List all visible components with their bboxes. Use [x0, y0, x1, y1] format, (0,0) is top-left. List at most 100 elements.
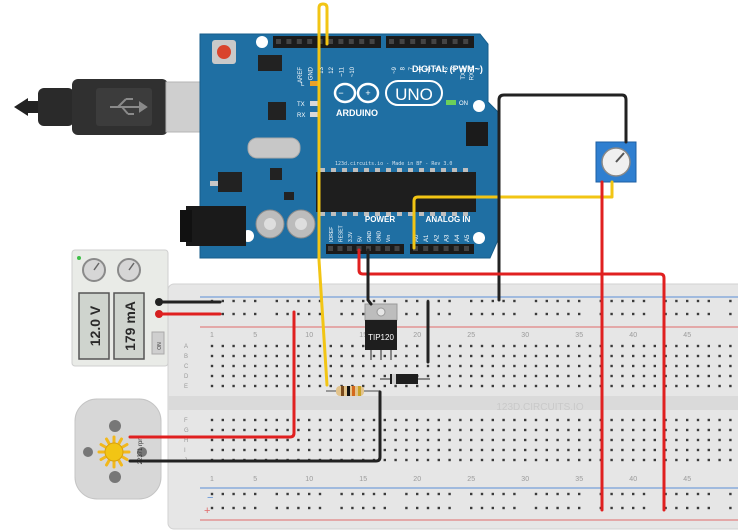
voltage-regulator [218, 172, 242, 192]
row-letter: F [184, 418, 188, 424]
breadboard-hole [567, 458, 570, 462]
rail-hole [642, 312, 646, 316]
rail-hole [696, 492, 700, 496]
breadboard-hole [437, 458, 440, 462]
header-pin [389, 39, 394, 44]
breadboard-hole [264, 364, 268, 368]
breadboard-hole [232, 428, 235, 432]
rail-hole [621, 312, 624, 316]
breadboard-hole [621, 448, 624, 452]
breadboard-hole [232, 384, 235, 388]
breadboard-hole [513, 364, 516, 368]
breadboard-hole [675, 374, 678, 378]
breadboard-hole [686, 418, 689, 422]
row-letter: D [184, 374, 189, 380]
motor-screw [109, 420, 121, 432]
breadboard-hole [642, 458, 646, 462]
breadboard-hole [362, 364, 365, 368]
breadboard-hole [567, 354, 570, 358]
breadboard-hole [286, 374, 289, 378]
breadboard-hole [448, 448, 451, 452]
rail-hole [567, 492, 570, 496]
breadboard-hole [329, 374, 332, 378]
breadboard-hole [286, 448, 289, 452]
breadboard-hole [340, 374, 343, 378]
power-pin-label: IOREF [329, 227, 335, 242]
wires [128, 2, 666, 512]
rail-hole [707, 506, 710, 510]
board-credit: 123d.circuits.io - Made in BF - Rev 3.0 [335, 161, 452, 167]
breadboard-hole [513, 458, 516, 462]
breadboard-hole [621, 374, 624, 378]
breadboard-hole [416, 344, 419, 348]
breadboard-hole [545, 438, 548, 442]
breadboard-hole [588, 428, 592, 432]
breadboard-hole [470, 438, 473, 442]
rail-hole [534, 312, 538, 316]
breadboard-hole [470, 458, 473, 462]
led-rx-label: RX [297, 113, 305, 119]
breadboard-hole [502, 448, 505, 452]
smd-part [284, 192, 294, 200]
breadboard-hole [362, 354, 365, 358]
reset-button-cap[interactable] [217, 45, 231, 59]
breadboard-hole [254, 354, 257, 358]
digital-header-right [386, 36, 474, 48]
breadboard-hole [275, 354, 278, 358]
breadboard-hole [707, 418, 710, 422]
power-pin-label: 5V [358, 235, 364, 242]
power-switch[interactable] [151, 331, 165, 355]
rail-hole [383, 506, 386, 510]
motor-sun-ray [105, 437, 111, 446]
uno-badge [385, 80, 443, 106]
header-pin [463, 39, 469, 44]
power-jack [186, 206, 246, 246]
rail-hole [480, 312, 484, 316]
rail-hole [437, 312, 440, 316]
breadboard-hole [545, 384, 548, 388]
breadboard-hole [524, 418, 527, 422]
potentiometer[interactable] [595, 141, 637, 183]
breadboard-hole [729, 438, 732, 442]
breadboard-hole [675, 384, 678, 388]
breadboard-hole [308, 428, 311, 432]
wire-black-motor [128, 390, 382, 463]
digital-pin-label: RX 0 [469, 66, 475, 80]
rail-hole [232, 312, 235, 316]
breadboard-hole [275, 428, 278, 432]
row-letter: I [184, 448, 186, 454]
digital-pin-label: 13 [319, 66, 325, 73]
rail-hole [308, 506, 311, 510]
breadboard-hole [221, 384, 224, 388]
breadboard-hole [426, 448, 430, 452]
chip-leg [441, 212, 446, 216]
rail-hole [254, 492, 257, 496]
breadboard-hole [707, 448, 710, 452]
breadboard-hole [610, 364, 613, 368]
breadboard-hole [653, 418, 656, 422]
breadboard-hole [621, 344, 624, 348]
column-number: 5 [253, 476, 257, 483]
header-pin [296, 39, 302, 44]
rail-hole [480, 506, 484, 510]
capacitor-top [295, 218, 307, 230]
rail-hole [426, 492, 430, 496]
row-letter: G [184, 428, 189, 434]
resistor-band [347, 386, 350, 396]
rail-hole [470, 492, 473, 496]
rail-hole [632, 312, 635, 316]
rail-hole [448, 299, 451, 303]
breadboard-hole [729, 418, 732, 422]
analog-pin-label: A2 [434, 234, 440, 242]
rail-hole [448, 492, 451, 496]
rail-hole [556, 312, 559, 316]
breadboard-hole [459, 384, 462, 388]
breadboard-hole [534, 448, 538, 452]
breadboard-hole [707, 374, 710, 378]
resistor-band [341, 386, 344, 396]
rail-hole [362, 312, 365, 316]
header-pin [366, 246, 371, 251]
rail-hole [232, 506, 235, 510]
